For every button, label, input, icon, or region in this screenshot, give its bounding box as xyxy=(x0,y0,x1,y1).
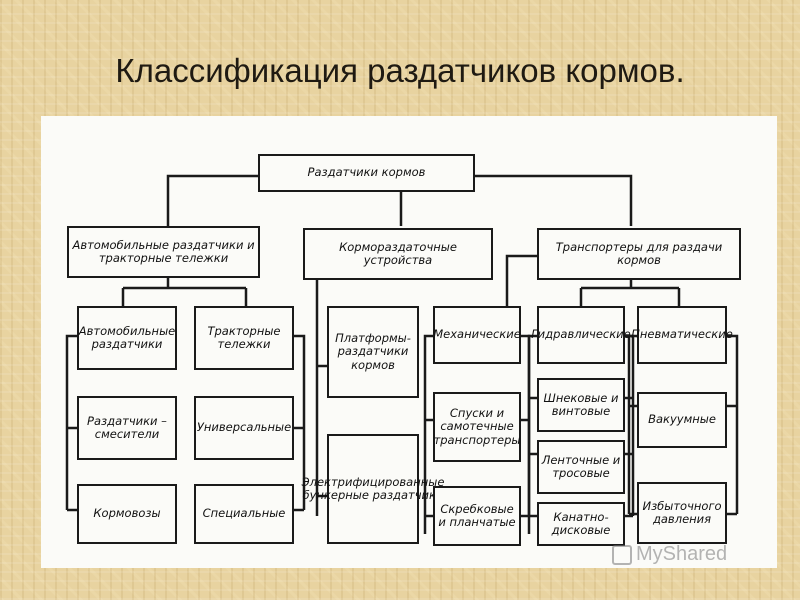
belt-cable-box: Ленточные и тросовые xyxy=(537,440,625,494)
universal-box: Универсальные xyxy=(194,396,294,460)
screw-auger-box: Шнековые и винтовые xyxy=(537,378,625,432)
electrified-bunker-box: Электрифицированные бункерные раздатчики xyxy=(302,434,444,544)
slide-title: Классификация раздатчиков кормов. xyxy=(115,52,685,89)
distributor-mixers-box: Раздатчики – смесители xyxy=(77,396,177,460)
watermark: MyShared xyxy=(612,543,727,566)
chutes-conveyors-box: Спуски и самотечные транспортеры xyxy=(433,392,521,462)
root-box: Раздатчики кормов xyxy=(258,154,475,192)
watermark-text: MyShared xyxy=(636,543,728,565)
special-box: Специальные xyxy=(194,484,294,544)
category-devices-box: Кормораздаточные устройства xyxy=(303,228,493,280)
connector-lines xyxy=(65,174,739,534)
vacuum-box: Вакуумные xyxy=(637,392,727,448)
category-conveyors-box: Транспортеры для раздачи кормов xyxy=(537,228,741,280)
feed-trucks-box: Кормовозы xyxy=(77,484,177,544)
watermark-icon xyxy=(612,544,632,565)
category-vehicle-box: Автомобильные раздатчики и тракторные те… xyxy=(67,226,260,278)
hydraulic-box: Гидравлические xyxy=(531,306,631,364)
tractor-trailers-box: Тракторные тележки xyxy=(194,306,294,370)
mechanical-box: Механические xyxy=(433,306,521,364)
diagram-panel: Раздатчики кормов Автомобильные раздатчи… xyxy=(41,116,777,568)
cable-disc-box: Канатно-дисковые xyxy=(537,502,625,546)
excess-pressure-box: Избыточного давления xyxy=(637,482,727,544)
platform-distributors-box: Платформы-раздатчики кормов xyxy=(327,306,419,398)
pneumatic-box: Пневматические xyxy=(631,306,733,364)
scraper-slat-box: Скребковые и планчатые xyxy=(433,486,521,546)
auto-distributors-box: Автомобильные раздатчики xyxy=(77,306,177,370)
